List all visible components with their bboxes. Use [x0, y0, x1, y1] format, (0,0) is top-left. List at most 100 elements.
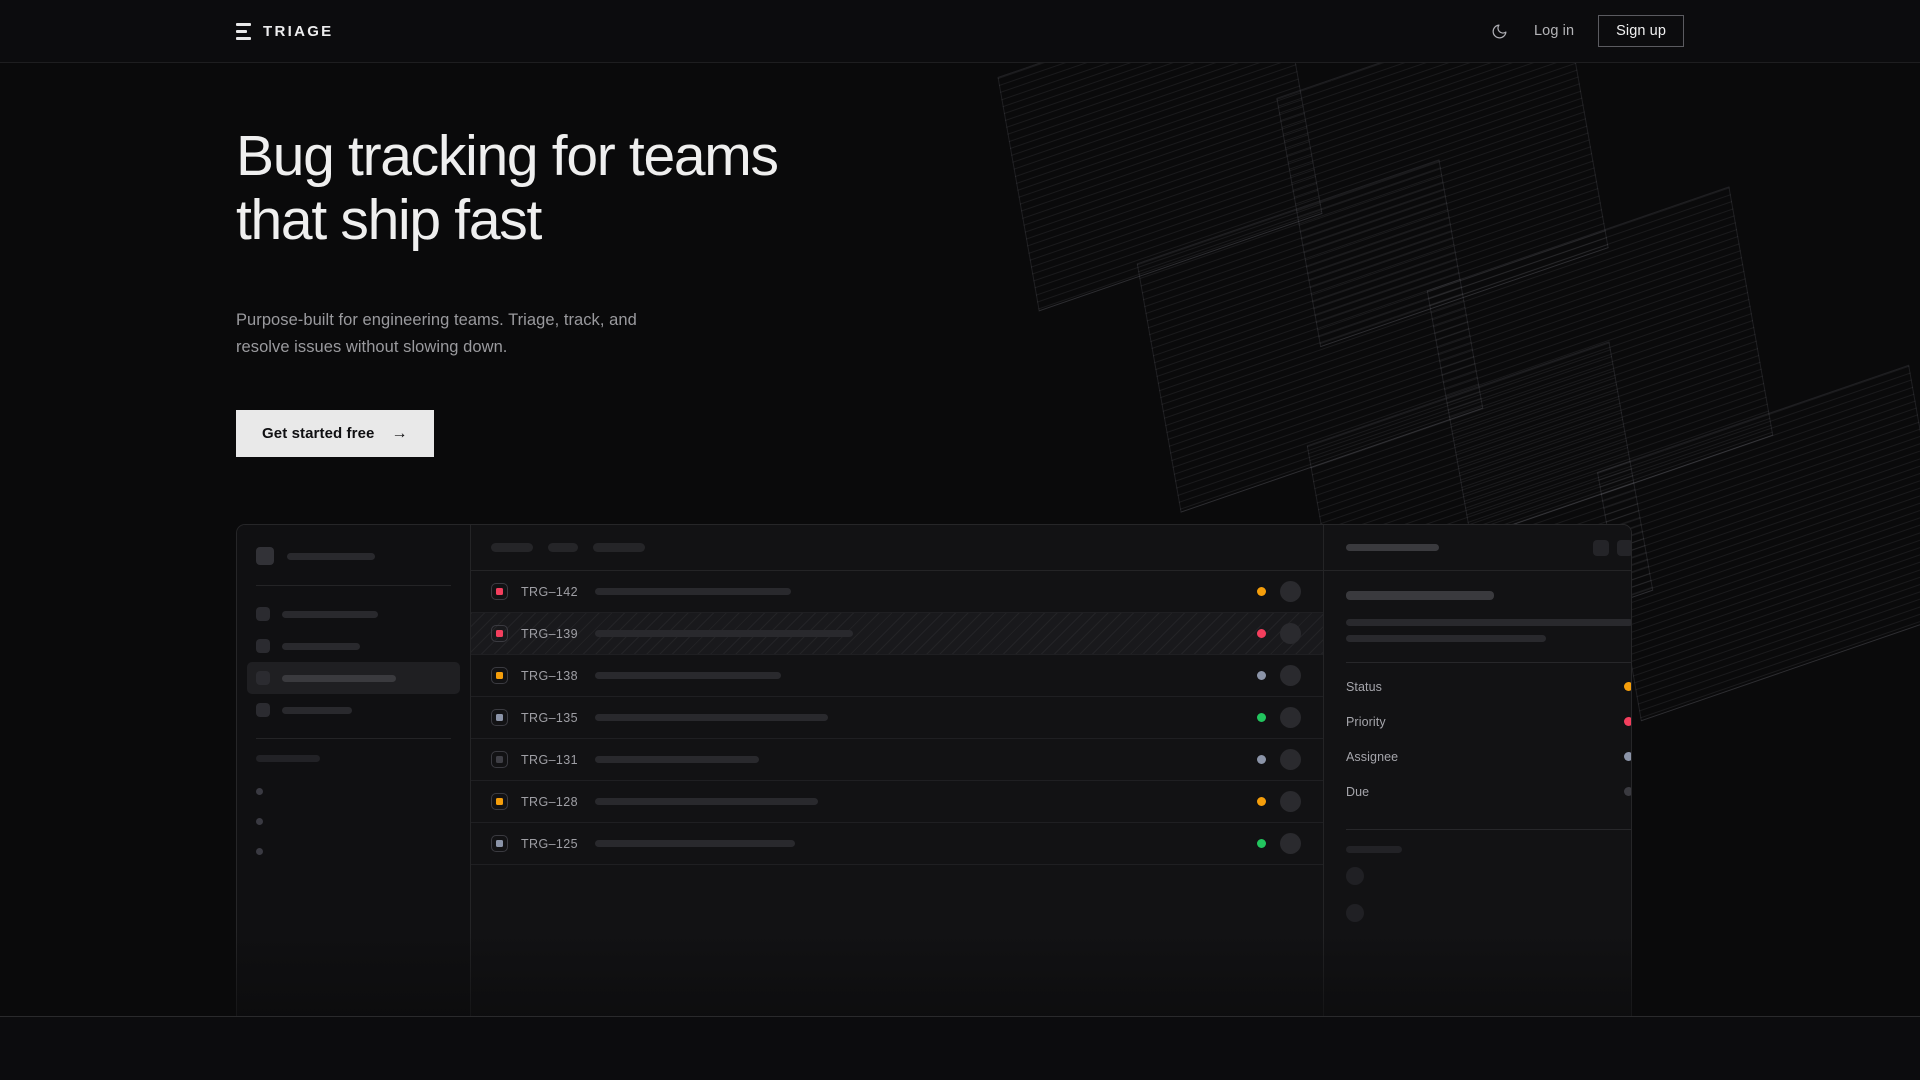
table-row[interactable]: TRG–131 — [471, 739, 1323, 781]
list-toolbar — [471, 525, 1323, 571]
striped-sheet-4 — [1427, 186, 1774, 539]
sidebar-item-1[interactable] — [247, 630, 460, 662]
avatar[interactable] — [1280, 749, 1301, 770]
sidebar-section-label — [237, 739, 470, 770]
sidebar-nav — [237, 586, 470, 738]
striped-sheet-3 — [1137, 159, 1484, 512]
issue-list-pane: TRG–142TRG–139TRG–138TRG–135TRG–131TRG–1… — [471, 525, 1324, 1016]
issue-id: TRG–135 — [521, 711, 595, 725]
meta-row-assignee[interactable]: Assignee — [1346, 739, 1632, 774]
status-dot-icon[interactable] — [1257, 587, 1266, 596]
meta-row-status[interactable]: Status — [1346, 669, 1632, 704]
meta-value-dot-icon — [1624, 752, 1632, 761]
priority-badge-icon — [491, 625, 508, 642]
avatar[interactable] — [1280, 791, 1301, 812]
comment-row — [1346, 894, 1632, 931]
meta-row-due[interactable]: Due — [1346, 774, 1632, 809]
priority-badge-icon — [491, 835, 508, 852]
moon-icon[interactable] — [1488, 20, 1510, 42]
sidebar-mini-list — [237, 770, 470, 872]
sidebar-item-2[interactable] — [247, 662, 460, 694]
mini-dot-icon — [256, 818, 263, 825]
detail-title-placeholder — [1346, 591, 1494, 600]
comment-row — [1346, 857, 1632, 894]
hero-section: Bug tracking for teams that ship fast Pu… — [236, 125, 778, 457]
table-row[interactable]: TRG–128 — [471, 781, 1323, 823]
issue-id: TRG–138 — [521, 669, 595, 683]
meta-value-dot-icon — [1624, 717, 1632, 726]
page-title: Bug tracking for teams that ship fast — [236, 125, 778, 253]
meta-value-dot-icon — [1624, 787, 1632, 796]
sidebar-item-icon — [256, 607, 270, 621]
toolbar-control-placeholder[interactable] — [491, 543, 533, 552]
sidebar-item-icon — [256, 703, 270, 717]
status-dot-icon[interactable] — [1257, 839, 1266, 848]
bottom-divider — [0, 1016, 1920, 1017]
priority-badge-icon — [491, 667, 508, 684]
detail-divider — [1346, 662, 1632, 663]
detail-breadcrumb-placeholder — [1346, 544, 1439, 551]
row-status-group — [1257, 749, 1323, 770]
avatar[interactable] — [1280, 623, 1301, 644]
priority-badge-icon — [491, 793, 508, 810]
sidebar-item-3[interactable] — [247, 694, 460, 726]
issue-id: TRG–125 — [521, 837, 595, 851]
sidebar-item-label-placeholder — [282, 707, 352, 714]
status-dot-icon[interactable] — [1257, 671, 1266, 680]
status-dot-icon[interactable] — [1257, 629, 1266, 638]
mockup-sidebar — [237, 525, 471, 1016]
status-dot-icon[interactable] — [1257, 797, 1266, 806]
table-row[interactable]: TRG–135 — [471, 697, 1323, 739]
avatar[interactable] — [1280, 833, 1301, 854]
table-row[interactable]: TRG–142 — [471, 571, 1323, 613]
workspace-switcher[interactable] — [237, 525, 470, 585]
sidebar-mini-item[interactable] — [256, 776, 451, 806]
detail-description — [1346, 619, 1632, 642]
table-row[interactable]: TRG–125 — [471, 823, 1323, 865]
brand-logo[interactable]: TRIAGE — [236, 23, 333, 40]
issue-title-placeholder — [595, 672, 1257, 679]
table-row[interactable]: TRG–139 — [471, 613, 1323, 655]
get-started-button[interactable]: Get started free → — [236, 410, 434, 457]
sidebar-mini-item[interactable] — [256, 836, 451, 866]
avatar[interactable] — [1280, 707, 1301, 728]
sidebar-mini-item[interactable] — [256, 806, 451, 836]
mini-dot-icon — [256, 788, 263, 795]
login-link[interactable]: Log in — [1534, 23, 1574, 39]
priority-badge-icon — [491, 751, 508, 768]
row-status-group — [1257, 707, 1323, 728]
detail-action-button[interactable] — [1617, 540, 1632, 556]
sidebar-item-label-placeholder — [282, 643, 360, 650]
sidebar-item-0[interactable] — [247, 598, 460, 630]
issue-title-placeholder — [595, 756, 1257, 763]
status-dot-icon[interactable] — [1257, 755, 1266, 764]
detail-comments — [1324, 830, 1632, 931]
issue-title-placeholder — [595, 840, 1257, 847]
mini-dot-icon — [256, 848, 263, 855]
meta-row-priority[interactable]: Priority — [1346, 704, 1632, 739]
arrow-right-icon: → — [391, 426, 407, 442]
table-row[interactable]: TRG–138 — [471, 655, 1323, 697]
comments-label — [1346, 830, 1632, 857]
site-header: TRIAGE Log in Sign up — [0, 0, 1920, 63]
detail-action-button[interactable] — [1593, 540, 1609, 556]
sidebar-item-icon — [256, 639, 270, 653]
toolbar-control-placeholder[interactable] — [593, 543, 645, 552]
striped-sheet-6 — [1597, 365, 1920, 722]
toolbar-control-placeholder[interactable] — [548, 543, 578, 552]
issue-title-placeholder — [595, 588, 1257, 595]
avatar[interactable] — [1280, 581, 1301, 602]
row-status-group — [1257, 833, 1323, 854]
signup-button[interactable]: Sign up — [1598, 15, 1684, 47]
avatar[interactable] — [1280, 665, 1301, 686]
issue-detail-pane: StatusPriorityAssigneeDue — [1324, 525, 1632, 1016]
detail-description-line — [1346, 635, 1546, 642]
below-fold-area — [0, 1017, 1920, 1080]
meta-label: Status — [1346, 680, 1382, 694]
comments-label-placeholder — [1346, 846, 1402, 853]
meta-value-dot-icon — [1624, 682, 1632, 691]
meta-label: Due — [1346, 785, 1369, 799]
status-dot-icon[interactable] — [1257, 713, 1266, 722]
priority-badge-icon — [491, 709, 508, 726]
